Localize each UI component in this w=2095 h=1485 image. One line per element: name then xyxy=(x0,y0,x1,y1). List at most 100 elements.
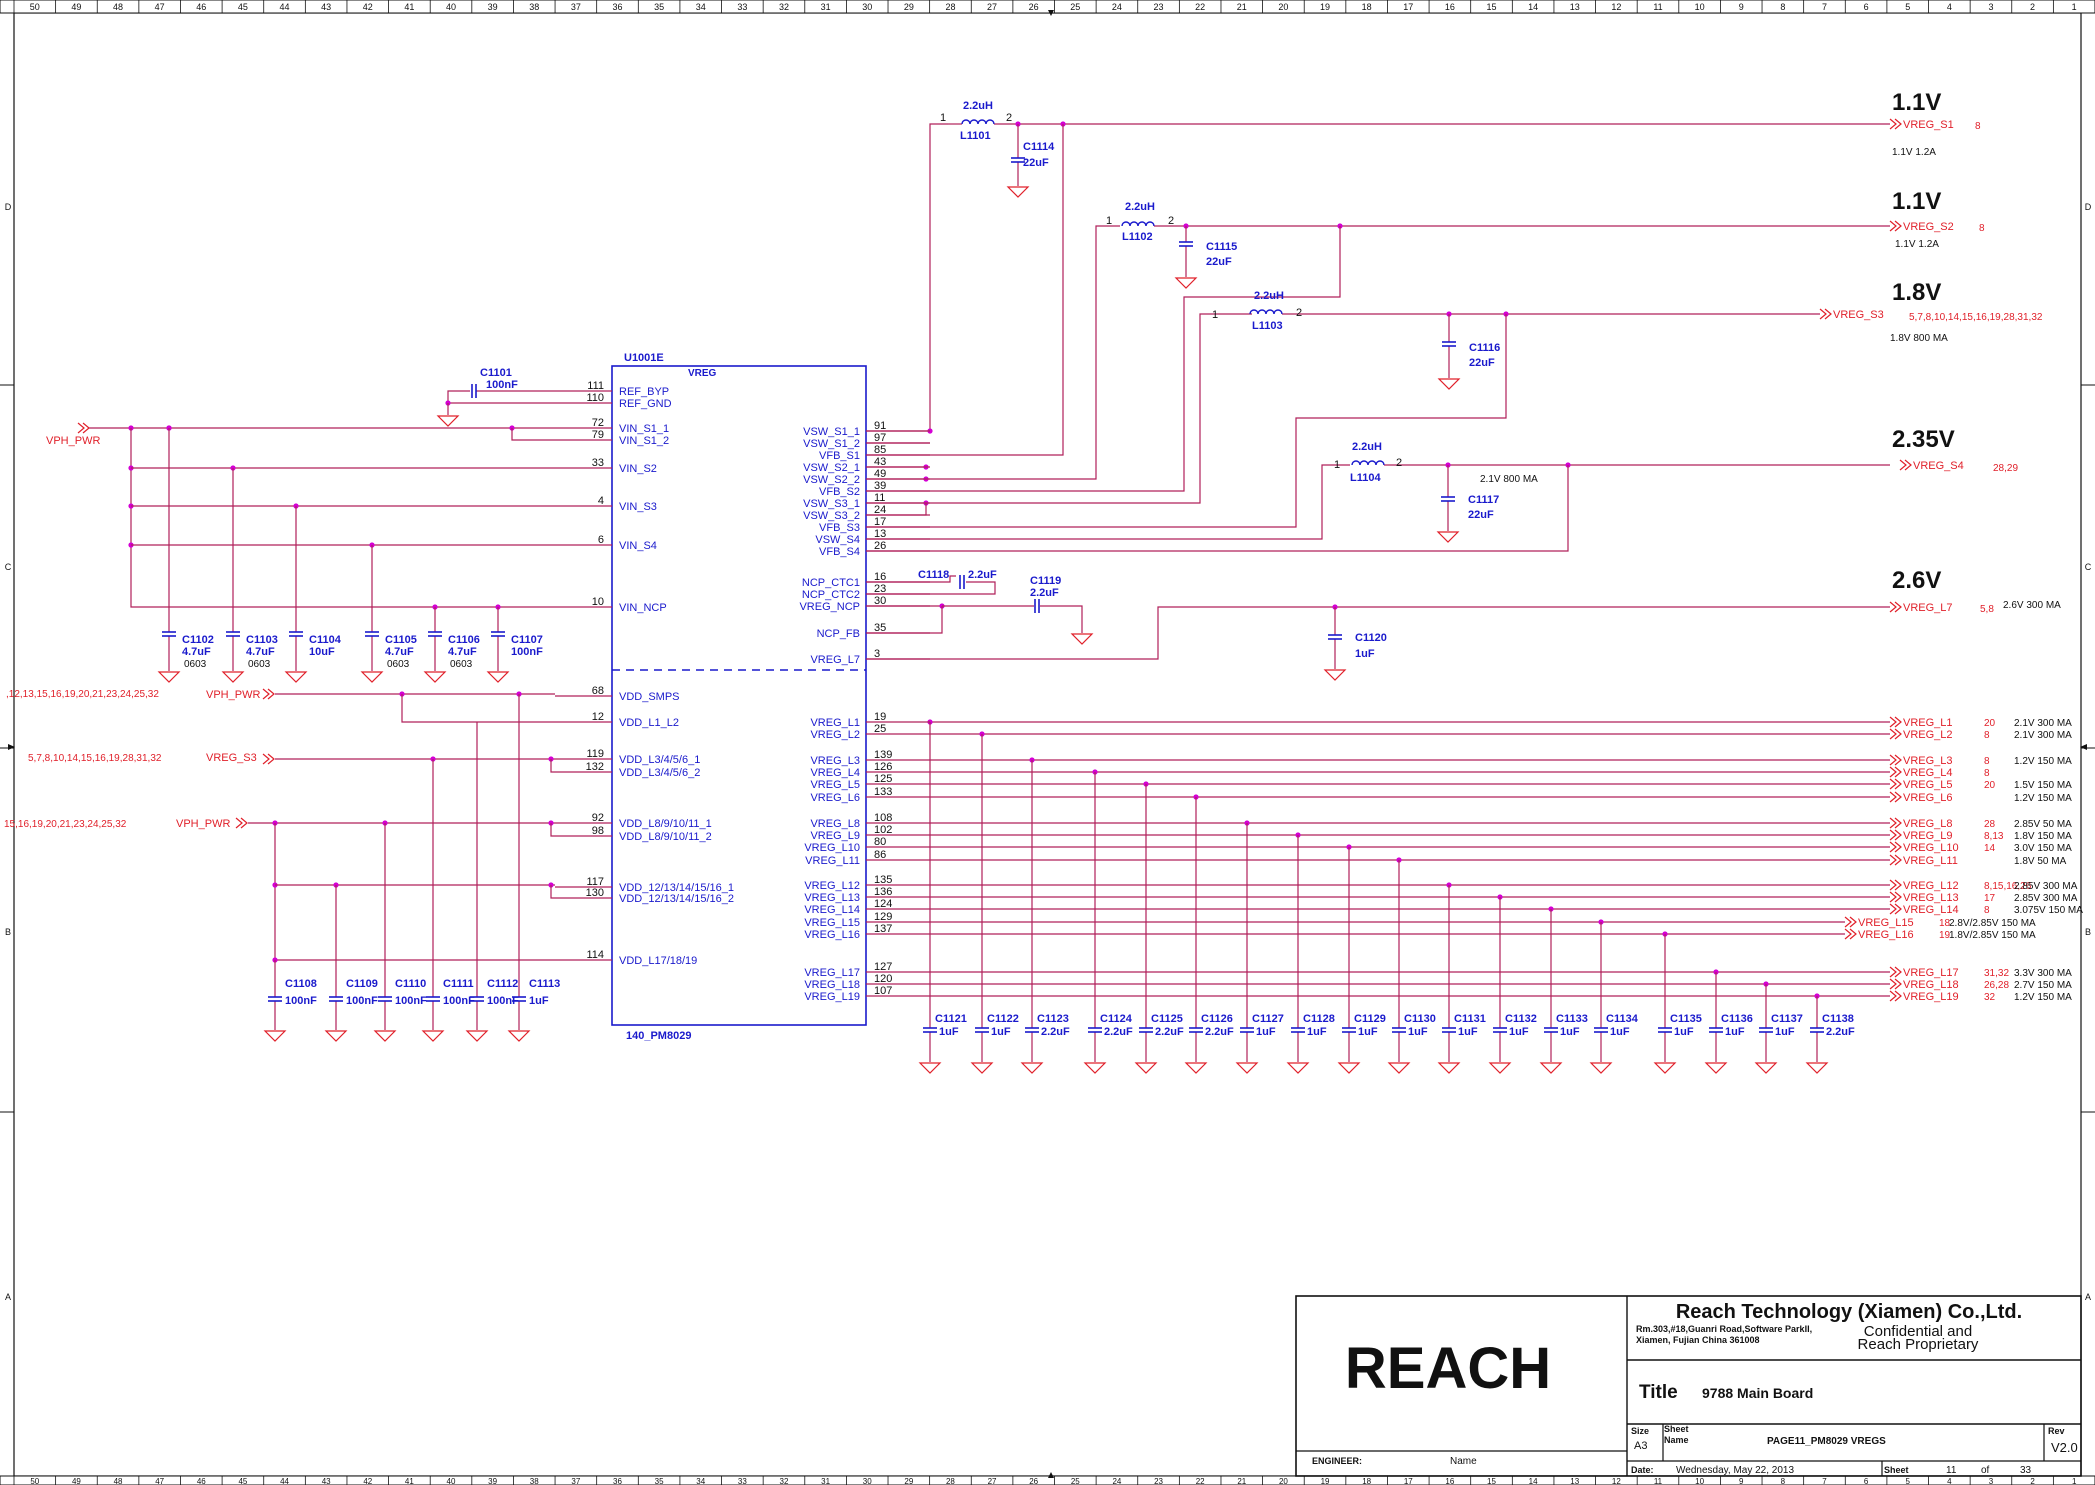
center-mark-icon xyxy=(2080,744,2087,750)
pin-number: 135 xyxy=(874,874,892,886)
pin-number: 120 xyxy=(874,973,892,985)
ruler-number: 43 xyxy=(321,2,331,12)
pin-number: 85 xyxy=(874,444,886,456)
cap-value: 4.7uF xyxy=(448,646,477,658)
ruler-number: 42 xyxy=(363,2,373,12)
ground-symbol xyxy=(1589,1062,1613,1074)
ruler-row-letter: B xyxy=(2085,927,2091,937)
rail-voltage-title: 2.6V xyxy=(1892,567,1941,594)
rail-note: 1.1V 1.2A xyxy=(1892,147,1936,158)
cap-value: 1uF xyxy=(991,1026,1011,1038)
offpage-arrow-icon xyxy=(1889,841,1902,853)
chip-part-number: 140_PM8029 xyxy=(626,1030,691,1042)
ruler-number: 29 xyxy=(904,2,914,12)
ruler-number: 26 xyxy=(1029,1477,1038,1485)
ruler-row-letter: C xyxy=(2085,562,2092,572)
cap-ref: C1113 xyxy=(529,978,560,990)
cap-value: 1uF xyxy=(939,1026,959,1038)
pin-number: 129 xyxy=(874,911,892,923)
ruler-number: 32 xyxy=(780,1477,789,1485)
cap-ref: C1115 xyxy=(1206,241,1237,253)
ground-symbol xyxy=(221,671,245,683)
sheet-name-label: Name xyxy=(1664,1435,1689,1445)
capacitor-symbol xyxy=(162,631,176,637)
rail-voltage-title: 1.1V xyxy=(1892,188,1941,215)
net-label: VREG_L18 xyxy=(1903,979,1959,991)
ground-symbol xyxy=(1488,1062,1512,1074)
wire xyxy=(550,885,555,899)
ruler-number: 2 xyxy=(2030,2,2035,12)
cap-value: 2.2uF xyxy=(1826,1026,1855,1038)
pin-name: VREG_L13 xyxy=(804,892,860,904)
cap-ref: C1103 xyxy=(246,634,278,646)
rev-label: Rev xyxy=(2048,1426,2065,1436)
pin-number: 111 xyxy=(587,380,604,392)
cap-ref: C1133 xyxy=(1556,1013,1588,1025)
capacitor-symbol xyxy=(512,996,526,1002)
pin-name: NCP_CTC1 xyxy=(802,577,860,589)
cap-value: 1uF xyxy=(1775,1026,1795,1038)
ruler-row-letter: A xyxy=(2085,1292,2091,1302)
wire xyxy=(866,581,996,595)
pin-number: 139 xyxy=(874,749,892,761)
cap-value: 1uF xyxy=(1355,648,1375,660)
cap-ref: C1105 xyxy=(385,634,417,646)
ruler-number: 10 xyxy=(1695,2,1705,12)
inductor-ref: L1104 xyxy=(1350,472,1381,484)
ground-symbol xyxy=(1174,277,1198,289)
capacitor-symbol xyxy=(1442,341,1456,347)
wire xyxy=(866,124,1064,456)
pin-number: 79 xyxy=(592,429,604,441)
ruler-row-letter: D xyxy=(2085,202,2092,212)
ruler-number: 28 xyxy=(946,1477,955,1485)
offpage-arrow-icon xyxy=(1889,766,1902,778)
pin-number: 133 xyxy=(874,786,892,798)
rail-note: 2.85V 300 MA xyxy=(2014,881,2078,892)
pin-name: VREG_L8 xyxy=(810,818,860,830)
cap-package: 0603 xyxy=(450,659,473,670)
inductor-value: 2.2uH xyxy=(963,100,993,112)
cap-ref: C1104 xyxy=(309,634,342,646)
ground-symbol xyxy=(1754,1062,1778,1074)
capacitor-symbol xyxy=(1342,1027,1356,1033)
sheet-refs: 17 xyxy=(1984,893,1996,904)
ruler-number: 47 xyxy=(155,2,165,12)
capacitor-symbol xyxy=(1139,1027,1153,1033)
ruler-number: 8 xyxy=(1781,1477,1786,1485)
sheet-name-label: Sheet xyxy=(1664,1424,1689,1434)
capacitor-symbol xyxy=(975,1027,989,1033)
date-label: Date: xyxy=(1631,1465,1654,1475)
offpage-arrow-icon xyxy=(235,817,248,829)
pin-number: 127 xyxy=(874,961,892,973)
ruler-number: 16 xyxy=(1445,1477,1454,1485)
sheet-refs: 28 xyxy=(1984,819,1996,830)
cap-value: 1uF xyxy=(1307,1026,1327,1038)
offpage-arrow-icon xyxy=(77,422,90,434)
pin-name: VDD_L8/9/10/11_1 xyxy=(619,818,712,830)
wire xyxy=(866,314,1507,528)
rail-note: 3.0V 150 MA xyxy=(2014,843,2072,854)
chip-ref: U1001E xyxy=(624,352,664,364)
capacitor-symbol xyxy=(959,575,965,589)
ruler-number: 9 xyxy=(1739,1477,1744,1485)
pin-name: VREG_L4 xyxy=(810,767,860,779)
cap-value: 22uF xyxy=(1023,157,1049,169)
ruler-number: 35 xyxy=(654,2,664,12)
pin-name: VSW_S2_1 xyxy=(803,462,860,474)
cap-ref: C1110 xyxy=(395,978,426,990)
cap-ref: C1114 xyxy=(1023,141,1055,153)
inductor-ref: L1101 xyxy=(960,130,991,142)
pin-name: VIN_S3 xyxy=(619,501,657,513)
capacitor-symbol xyxy=(1179,241,1193,247)
ruler-number: 20 xyxy=(1279,1477,1288,1485)
cap-ref: C1125 xyxy=(1151,1013,1183,1025)
pin-number: 102 xyxy=(874,824,892,836)
pin-number: 80 xyxy=(874,836,886,848)
ruler-number: 34 xyxy=(696,2,706,12)
sheet-refs: 8 xyxy=(1984,905,1990,916)
pin-number: 108 xyxy=(874,812,892,824)
wire xyxy=(1040,605,1083,633)
ground-symbol xyxy=(1704,1062,1728,1074)
offpage-arrow-icon xyxy=(1889,716,1902,728)
pin-name: VREG_L17 xyxy=(804,967,860,979)
